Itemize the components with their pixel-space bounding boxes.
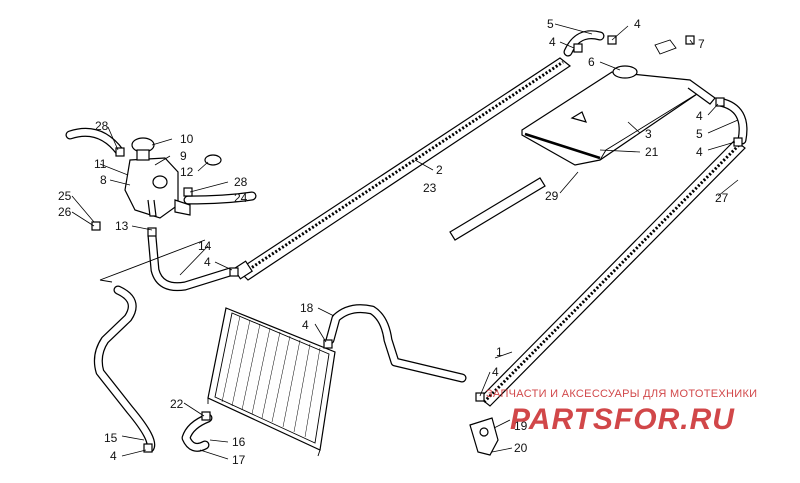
hose-16 bbox=[181, 413, 213, 452]
callout-28: 28 bbox=[95, 119, 109, 133]
heat-exchanger-1 bbox=[479, 139, 746, 407]
callout-23: 23 bbox=[423, 181, 437, 195]
callout-3: 3 bbox=[645, 127, 652, 141]
callout-10: 10 bbox=[180, 132, 194, 146]
hose-15 bbox=[93, 285, 156, 453]
hose-14 bbox=[147, 231, 235, 292]
callout-5: 5 bbox=[696, 127, 703, 141]
callout-4: 4 bbox=[492, 365, 499, 379]
callout-7: 7 bbox=[698, 37, 705, 51]
callout-12: 12 bbox=[180, 165, 194, 179]
callout-4: 4 bbox=[110, 449, 117, 463]
callout-9: 9 bbox=[180, 149, 187, 163]
hose-5-top bbox=[563, 30, 605, 57]
callout-labels: 5 4 4 7 6 4 5 4 3 21 27 29 2 23 28 10 9 … bbox=[58, 17, 729, 467]
radiator bbox=[207, 307, 336, 457]
radiator-fins bbox=[221, 315, 321, 438]
callout-4: 4 bbox=[696, 145, 703, 159]
bar-23 bbox=[449, 177, 546, 241]
callout-18: 18 bbox=[300, 301, 314, 315]
heat-exchanger-2 bbox=[233, 57, 572, 281]
callout-4: 4 bbox=[634, 17, 641, 31]
callout-4: 4 bbox=[549, 35, 556, 49]
callout-19: 19 bbox=[514, 419, 528, 433]
callout-4: 4 bbox=[696, 109, 703, 123]
callout-29: 29 bbox=[545, 189, 559, 203]
callout-28: 28 bbox=[234, 175, 248, 189]
heat-exchanger-3 bbox=[521, 65, 716, 166]
hose-18 bbox=[325, 304, 467, 383]
callout-1: 1 bbox=[496, 345, 503, 359]
watermark-logo: PARTSFOR.RU bbox=[510, 403, 735, 436]
callout-21: 21 bbox=[645, 145, 659, 159]
callout-17: 17 bbox=[232, 453, 246, 467]
coolant-bottle bbox=[124, 137, 222, 219]
hose-5-right bbox=[715, 97, 748, 145]
watermark: ЗАПЧАСТИ И АКСЕССУАРЫ ДЛЯ МОТОТЕХНИКИ PA… bbox=[486, 388, 757, 436]
callout-15: 15 bbox=[104, 431, 118, 445]
callout-25: 25 bbox=[58, 189, 72, 203]
callout-5: 5 bbox=[547, 17, 554, 31]
callout-27: 27 bbox=[715, 191, 729, 205]
reference-lines bbox=[99, 39, 677, 283]
callout-6: 6 bbox=[588, 55, 595, 69]
hose-24 bbox=[183, 191, 257, 205]
overflow-hose-11 bbox=[65, 127, 125, 157]
callout-4: 4 bbox=[204, 255, 211, 269]
leader-lines bbox=[71, 23, 739, 460]
callout-8: 8 bbox=[100, 173, 107, 187]
callout-4: 4 bbox=[302, 318, 309, 332]
callout-24: 24 bbox=[234, 191, 248, 205]
callout-11: 11 bbox=[94, 157, 107, 171]
callout-16: 16 bbox=[232, 435, 246, 449]
callout-20: 20 bbox=[514, 441, 528, 455]
bracket-19 bbox=[469, 417, 499, 456]
callout-22: 22 bbox=[170, 397, 184, 411]
callout-14: 14 bbox=[198, 239, 212, 253]
callout-26: 26 bbox=[58, 205, 72, 219]
callout-13: 13 bbox=[115, 219, 129, 233]
callout-2: 2 bbox=[436, 163, 443, 177]
watermark-tagline: ЗАПЧАСТИ И АКСЕССУАРЫ ДЛЯ МОТОТЕХНИКИ bbox=[486, 388, 757, 400]
